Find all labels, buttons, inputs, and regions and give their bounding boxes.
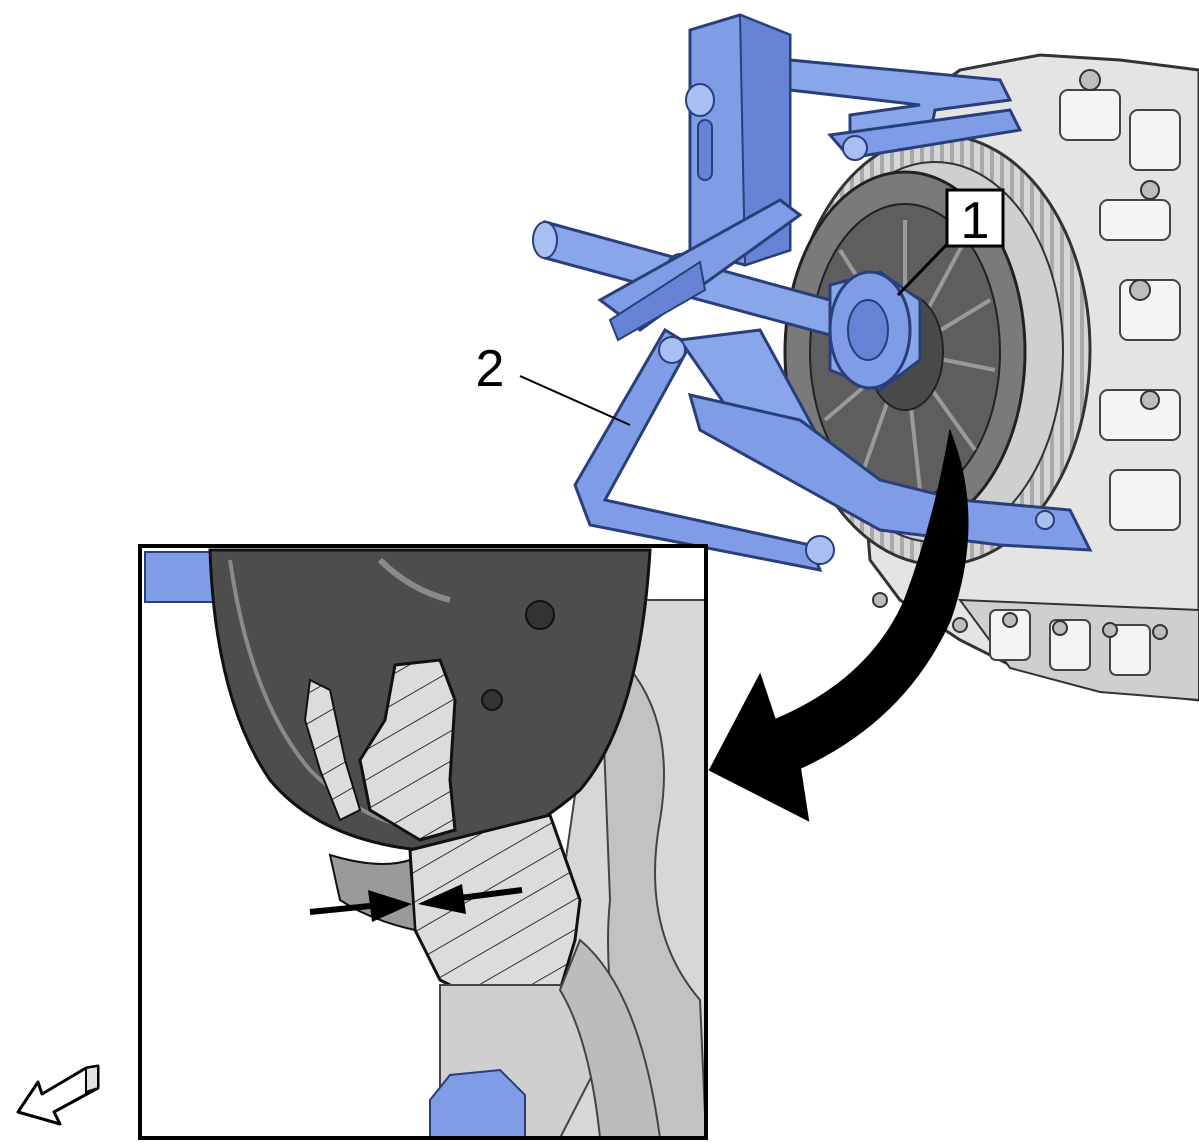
callout-2: 2: [476, 340, 631, 426]
callout-1-box: [945, 188, 1005, 248]
curved-pointer-arrow-icon: [708, 428, 969, 822]
tool-edge-detail: [144, 551, 216, 603]
detail-inset: [138, 544, 708, 1140]
alignment-tool: [532, 13, 1093, 573]
blue-bolt-detail: [429, 1068, 526, 1138]
detail-inset-frame: [138, 544, 708, 1140]
clutch-disc-section: [358, 658, 457, 842]
gap-measurement-arrows-icon: [309, 884, 523, 922]
callout-2-label: 2: [476, 340, 505, 398]
callout-1: 1: [896, 188, 1005, 297]
front-direction-arrow-icon: [16, 1064, 100, 1126]
callout-1-label: 1: [961, 192, 990, 250]
